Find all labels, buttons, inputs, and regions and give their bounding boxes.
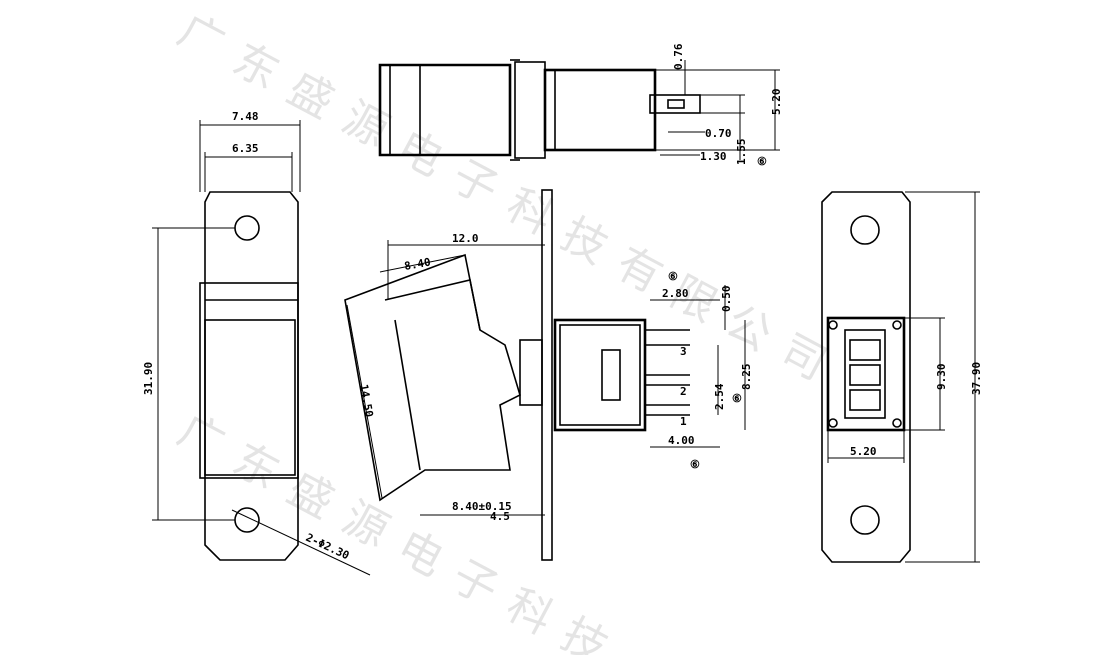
terminal-dim-050: 0.50 xyxy=(720,286,733,313)
terminal-dim-400: 4.00 xyxy=(668,434,695,447)
back-inner-height-label: 9.30 xyxy=(935,364,948,391)
pin-2-label: 2 xyxy=(680,385,687,398)
front-width-outer-label: 7.48 xyxy=(232,110,259,123)
side-bottom-label-b: 4.5 xyxy=(490,510,510,523)
top-dim-076: 0.76 xyxy=(672,43,685,70)
pin-1-label: 1 xyxy=(680,415,687,428)
top-rocker xyxy=(378,63,512,157)
terminal-dim-280: 2.80 xyxy=(662,287,689,300)
mount-hole-bottom xyxy=(234,507,260,533)
front-height-label: 31.90 xyxy=(142,362,155,395)
front-actuator-outer xyxy=(199,282,299,479)
terminal-circle-d: ⑥ xyxy=(690,458,700,471)
back-hole-top xyxy=(850,215,880,245)
side-rocker xyxy=(344,253,521,502)
terminal-circle-b: ⑥ xyxy=(668,270,678,283)
back-outline xyxy=(821,191,911,563)
terminal-view: 1 2 3 2.80 ⑥ 0.50 2.54 ⑥ 8.25 4.00 ⑥ xyxy=(553,270,753,471)
side-rocker-top-label: 8.40 xyxy=(403,256,431,273)
terminal-body xyxy=(553,318,647,432)
terminal-dim-254: 2.54 xyxy=(713,383,726,410)
pin-3-label: 3 xyxy=(680,345,687,358)
top-dim-520: 5.20 xyxy=(770,89,783,116)
top-circle-mark: ⑥ xyxy=(757,155,767,168)
back-width-label: 5.20 xyxy=(850,445,877,458)
top-dim-130: 1.30 xyxy=(700,150,727,163)
side-length-label: 12.0 xyxy=(452,232,479,245)
top-body xyxy=(543,68,657,152)
top-dim-155: 1.55 xyxy=(735,139,748,166)
front-actuator-inner xyxy=(204,319,296,476)
side-bottom-label: 8.40±0.15 xyxy=(452,500,512,513)
top-dim-070: 0.70 xyxy=(705,127,732,140)
terminal-slot xyxy=(601,349,621,401)
back-view: 37.90 9.30 5.20 xyxy=(821,191,983,563)
terminal-circle-c: ⑥ xyxy=(732,392,742,405)
top-view: 5.20 0.76 0.70 1.30 1.55 ⑥ xyxy=(378,43,783,168)
top-terminal xyxy=(649,94,701,114)
terminal-dim-825: 8.25 xyxy=(740,364,753,391)
back-hole-bottom xyxy=(850,505,880,535)
back-housing xyxy=(826,316,906,432)
front-outline xyxy=(204,191,299,561)
mount-hole-top xyxy=(234,215,260,241)
side-view: 12.0 8.40 14.50 8.40±0.15 4.5 xyxy=(344,189,553,561)
side-rocker-height-label: 14.50 xyxy=(357,383,376,418)
back-height-label: 37.90 xyxy=(970,362,983,395)
front-width-inner-label: 6.35 xyxy=(232,142,259,155)
